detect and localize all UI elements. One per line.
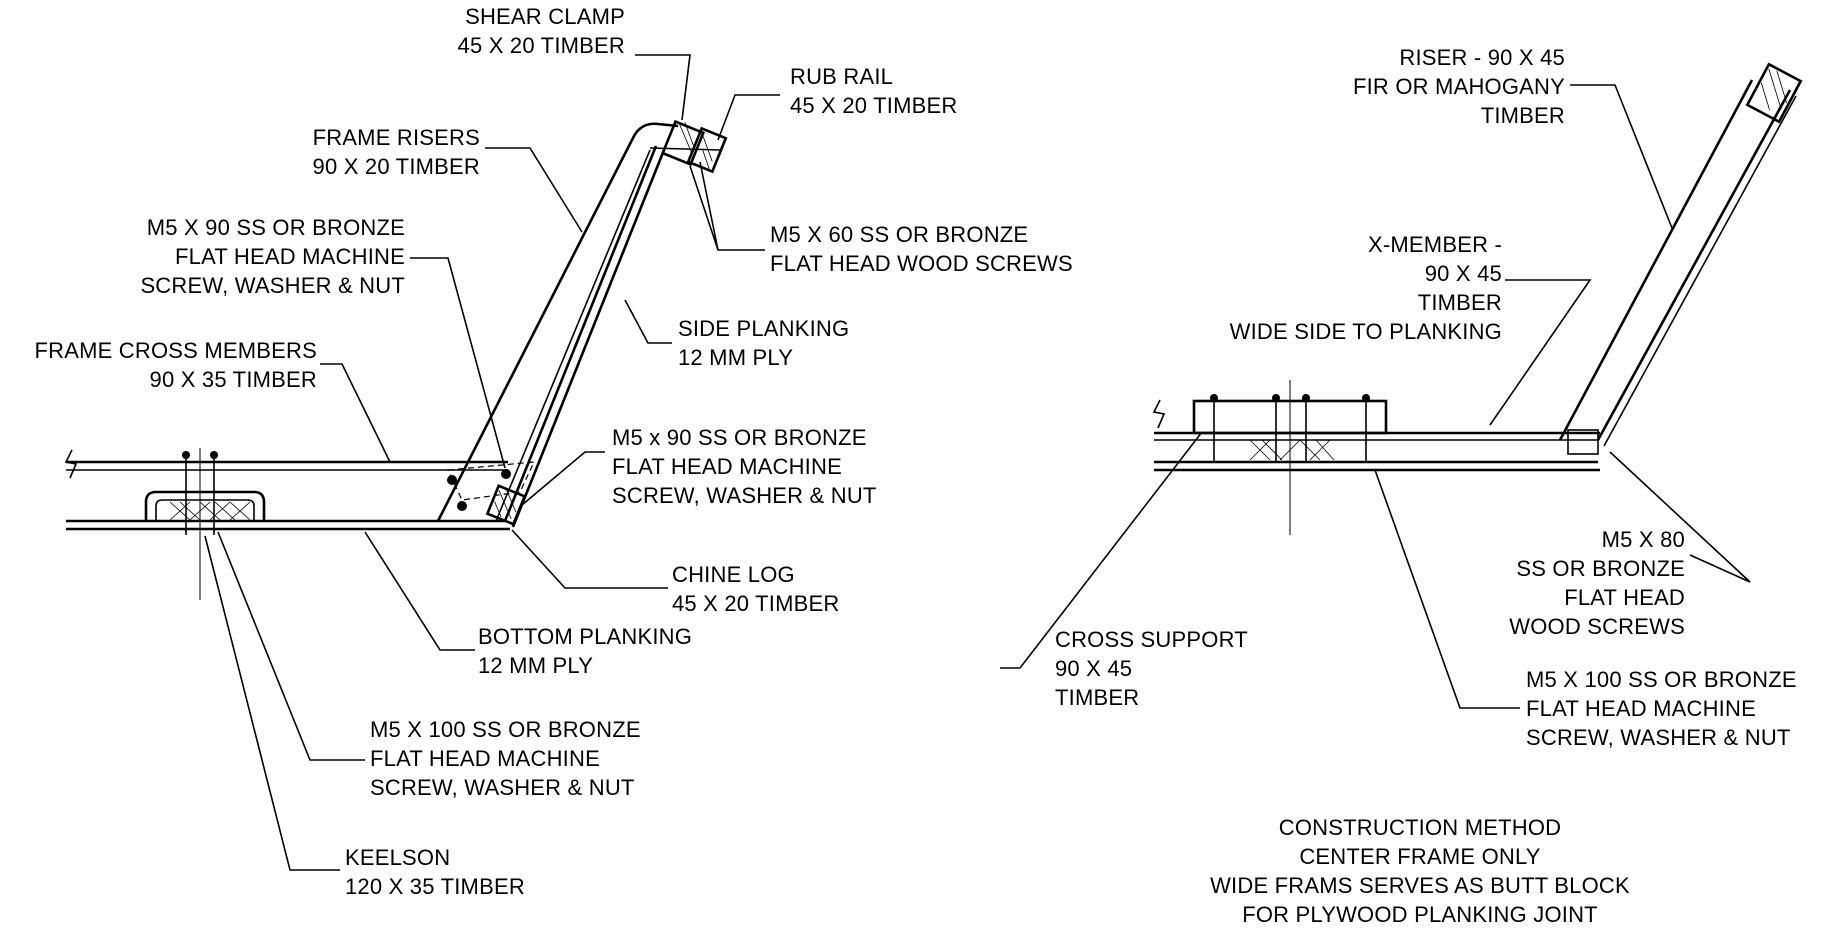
keelson-outline xyxy=(144,490,266,520)
right-bolts xyxy=(1210,394,1370,462)
leader-shear-clamp xyxy=(635,54,691,121)
gusset-screw-3 xyxy=(457,501,467,511)
leader-m5x60 xyxy=(689,161,765,251)
leader-chine-log xyxy=(511,529,668,589)
leader-frame-cross-members xyxy=(320,363,391,463)
left-section-drawing xyxy=(64,54,780,871)
leader-x-member xyxy=(1489,279,1592,426)
leader-bottom-planking xyxy=(364,531,475,651)
right-cross-hatch xyxy=(1249,439,1335,461)
chine-log-block xyxy=(485,484,527,526)
keelson-hatch xyxy=(169,501,251,521)
riser-inner-edge xyxy=(1558,79,1754,441)
side-planking-outer xyxy=(511,149,666,528)
chine-log-hatch xyxy=(494,488,517,520)
leader-rub-rail xyxy=(717,94,780,141)
leader-m5x80 xyxy=(1609,451,1751,583)
keelson-inner xyxy=(155,499,255,520)
keelson-nut-1 xyxy=(182,451,190,459)
right-section-drawing xyxy=(1000,62,1803,709)
leader-m5x100-left xyxy=(217,531,365,761)
riser-top-block xyxy=(1745,62,1803,124)
frame-riser-outer xyxy=(436,122,679,522)
gusset-screw-2 xyxy=(501,469,511,479)
gusset-screw-1 xyxy=(447,475,457,485)
riser-planking xyxy=(1603,95,1797,447)
riser-top-hatch xyxy=(1760,68,1788,111)
screw-shear-clamp xyxy=(649,147,721,151)
break-line-bottom xyxy=(64,449,78,479)
leader-riser xyxy=(1570,84,1673,229)
frame-riser-inner xyxy=(495,149,651,522)
leader-keelson xyxy=(204,535,340,871)
side-planking-inner xyxy=(503,145,658,522)
leader-m5x90-lower xyxy=(521,451,605,506)
leader-frame-risers xyxy=(485,147,583,233)
leader-m5x100-right xyxy=(1374,469,1520,709)
riser-foot-block xyxy=(1567,429,1599,455)
right-break-line xyxy=(1152,399,1166,429)
shear-clamp-hatch xyxy=(678,121,713,169)
leader-side-planking xyxy=(624,299,672,344)
leader-m5x90-upper xyxy=(410,257,506,469)
riser-outer-edge xyxy=(1596,89,1792,441)
leader-cross-support xyxy=(1000,431,1203,669)
keelson-nut-2 xyxy=(210,451,218,459)
